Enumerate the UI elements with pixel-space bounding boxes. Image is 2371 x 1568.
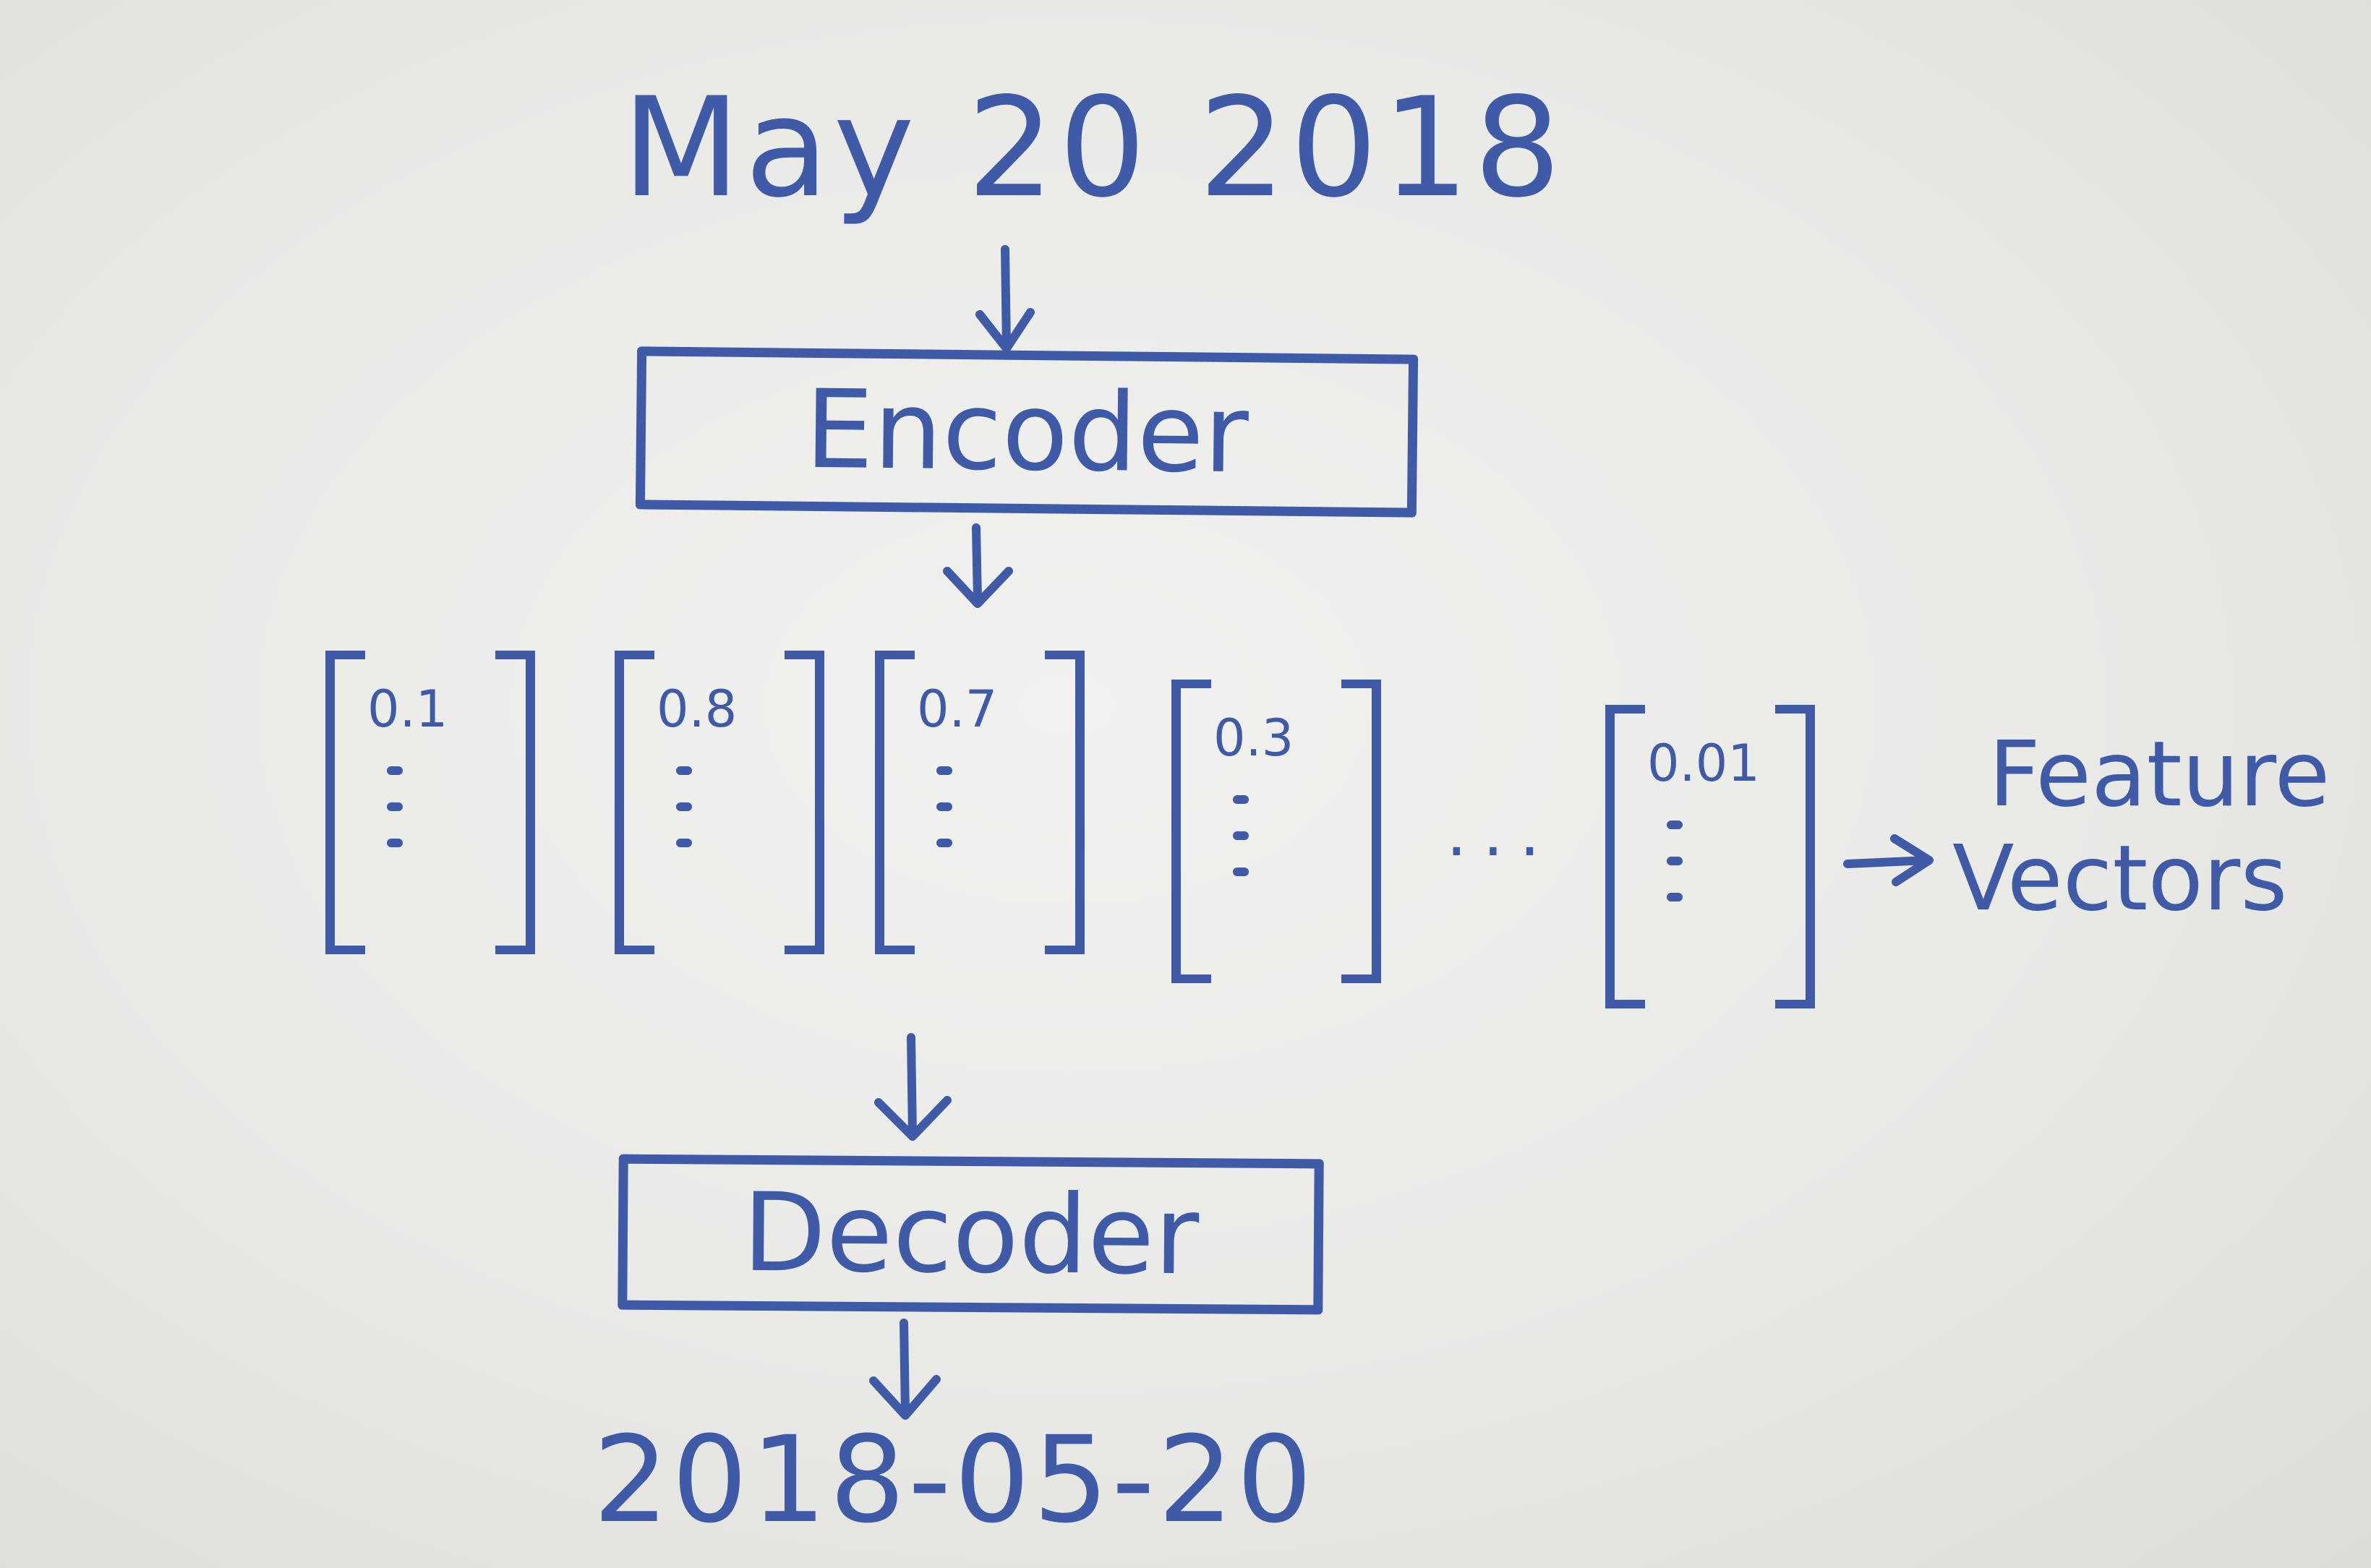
- arrow-to-decoder-icon: [874, 1033, 952, 1141]
- left-bracket: [875, 651, 915, 954]
- feature-vectors-label: Feature Vectors: [1952, 723, 2330, 931]
- vector-value: 0.7: [917, 680, 998, 739]
- input-date-text: May 20 2018: [622, 68, 1565, 228]
- left-bracket: [1605, 705, 1645, 1008]
- vector-value: 0.8: [657, 680, 738, 739]
- vertical-dots: [387, 766, 416, 875]
- arrow-to-feature-label-icon: [1843, 834, 1934, 886]
- left-bracket: [325, 651, 365, 954]
- vector-value: 0.3: [1213, 708, 1294, 768]
- output-date-text: 2018-05-20: [593, 1410, 1315, 1549]
- vertical-dots: [936, 766, 965, 875]
- left-bracket: [1171, 680, 1211, 983]
- vector-value: 0.01: [1647, 734, 1760, 793]
- vertical-dots: [1667, 821, 1696, 929]
- right-bracket: [495, 651, 535, 954]
- vector-value: 0.1: [367, 680, 448, 739]
- feature-vector-4: 0.3: [1171, 680, 1381, 983]
- right-bracket: [785, 651, 824, 954]
- feature-vector-1: 0.1: [325, 651, 535, 954]
- arrow-to-vectors-icon: [943, 523, 1013, 608]
- ellipsis: ...: [1446, 795, 1556, 871]
- right-bracket: [1045, 651, 1085, 954]
- feature-label-line2: Vectors: [1952, 826, 2288, 931]
- arrow-to-output-icon: [869, 1319, 941, 1420]
- vertical-dots: [1233, 795, 1262, 904]
- right-bracket: [1775, 705, 1815, 1008]
- feature-vector-5: 0.01: [1605, 705, 1815, 1008]
- feature-label-line1: Feature: [1988, 722, 2331, 827]
- feature-vector-3: 0.7: [875, 651, 1085, 954]
- feature-vector-2: 0.8: [615, 651, 824, 954]
- left-bracket: [615, 651, 654, 954]
- right-bracket: [1341, 680, 1381, 983]
- vertical-dots: [676, 766, 705, 875]
- arrow-to-encoder-icon: [975, 245, 1035, 353]
